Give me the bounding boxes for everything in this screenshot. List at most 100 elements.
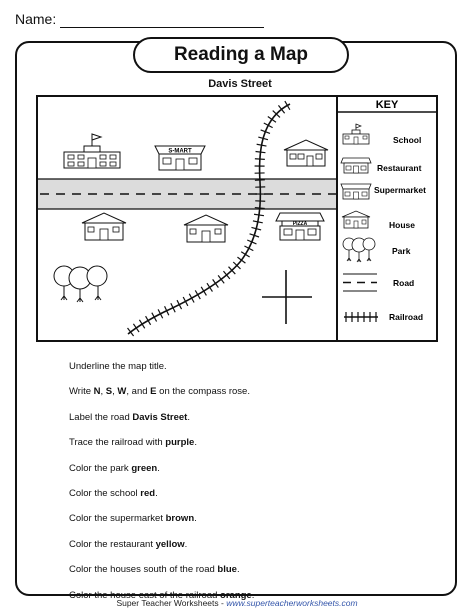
instruction-emphasis: yellow: [155, 538, 185, 550]
railroad: [127, 100, 291, 337]
instruction-text: Color the houses south of the road: [69, 564, 218, 576]
key-title: KEY: [376, 99, 399, 111]
railroad-tie: [284, 100, 291, 111]
railroad-tie: [145, 315, 152, 326]
instruction-emphasis: purple: [165, 437, 195, 449]
restaurant-icon: [340, 157, 372, 174]
supermarket-icon: S-MART: [154, 145, 206, 171]
instruction-item: Color the supermarket brown.: [69, 506, 254, 531]
instruction-item: Label the road Davis Street.: [69, 405, 254, 430]
railroad-tie: [132, 323, 140, 333]
instruction-text: Color the restaurant: [69, 538, 156, 550]
instruction-text: ,: [112, 386, 118, 398]
railroad-tie: [249, 233, 260, 238]
instruction-text: Color the house east of the railroad: [69, 589, 221, 601]
street-name-label: Davis Street: [208, 78, 272, 90]
page-title-text: Reading a Map: [173, 44, 309, 65]
instruction-emphasis: S: [105, 386, 113, 398]
park-icon: [342, 237, 376, 263]
school-icon: [63, 133, 121, 169]
instruction-text: on the compass rose.: [156, 386, 250, 398]
key-label-railroad: Railroad: [389, 312, 423, 322]
railroad-tie: [206, 282, 213, 292]
railroad-tie: [254, 158, 265, 160]
instruction-item: Color the houses south of the road blue.: [69, 557, 254, 582]
railroad-icon: [344, 312, 378, 322]
railroad-tie: [251, 226, 262, 231]
instruction-text: .: [187, 411, 190, 423]
railroad-tie: [237, 256, 246, 264]
instruction-item: Trace the railroad with purple.: [69, 430, 254, 455]
instruction-emphasis: brown: [165, 513, 195, 525]
name-label: Name:: [15, 11, 57, 27]
railroad-tie: [258, 136, 269, 141]
railroad-tie: [217, 274, 225, 284]
map-border: [36, 95, 438, 342]
instruction-text: Trace the railroad with: [69, 437, 166, 449]
railroad-tie: [253, 213, 265, 217]
instruction-item: Underline the map title.: [69, 354, 254, 379]
railroad-tie: [277, 104, 286, 114]
instruction-text: .: [236, 564, 240, 576]
instructions-list: Underline the map title. Write N, S, W, …: [69, 354, 254, 608]
park-icon: [53, 265, 108, 303]
instruction-text: .: [194, 513, 197, 525]
house-icon: [341, 210, 371, 229]
page-title: Reading a Map: [133, 37, 349, 73]
road-icon: [343, 273, 377, 292]
instruction-emphasis: W: [117, 386, 127, 398]
instruction-emphasis: red: [140, 488, 156, 500]
instruction-text: Color the school: [69, 488, 141, 500]
footer-brand: Super Teacher Worksheets: [116, 598, 219, 608]
instruction-text: .: [194, 437, 197, 449]
instruction-item: Color the school red.: [69, 481, 254, 506]
railroad-tie: [228, 266, 236, 275]
instruction-text: .: [184, 538, 188, 550]
railroad-tie: [194, 290, 201, 300]
instruction-text: Write: [69, 386, 94, 398]
restaurant-sign: PIZZA: [293, 221, 308, 227]
railroad-tie: [151, 312, 158, 322]
railroad-tie: [232, 261, 241, 270]
instruction-text: Color the supermarket: [69, 513, 166, 525]
compass-rose: [262, 270, 312, 324]
footer-url-link[interactable]: www.superteacherworksheets.com: [226, 598, 358, 608]
supermarket-sign: S-MART: [168, 149, 192, 155]
railroad-tie: [222, 270, 231, 280]
instruction-emphasis: Davis Street: [132, 411, 188, 423]
key-label-restaurant: Restaurant: [377, 163, 422, 173]
key-label-park: Park: [392, 246, 411, 256]
map-key: KEY School: [337, 99, 437, 322]
house-icon: [283, 139, 329, 167]
railroad-tie: [272, 110, 281, 118]
supermarket-icon: [340, 183, 372, 200]
key-label-supermarket: Supermarket: [374, 185, 426, 195]
railroad-tie: [170, 302, 176, 313]
railroad-tie: [252, 220, 263, 224]
railroad-tie: [267, 116, 277, 123]
house-icon: [183, 214, 229, 243]
road: [38, 178, 336, 210]
key-label-school: School: [393, 135, 421, 145]
railroad-tie: [255, 150, 266, 154]
instruction-emphasis: blue: [217, 564, 237, 576]
instruction-text: .: [157, 462, 160, 474]
instruction-text: Color the park: [69, 462, 132, 474]
school-icon: [342, 123, 370, 145]
instruction-emphasis: orange: [220, 589, 252, 601]
instruction-item: Color the restaurant yellow.: [69, 532, 254, 557]
restaurant-icon: PIZZA: [275, 212, 325, 241]
name-field-line[interactable]: [60, 27, 264, 28]
instruction-text: .: [251, 589, 255, 601]
railroad-tie: [254, 179, 265, 181]
footer-separator: -: [218, 598, 227, 608]
instruction-text: , and: [126, 386, 151, 398]
railroad-tie: [188, 293, 195, 303]
key-label-house: House: [389, 220, 415, 230]
instruction-emphasis: N: [93, 386, 101, 398]
instruction-text: ,: [100, 386, 106, 398]
railroad-tie: [263, 122, 273, 129]
railroad-tie: [182, 296, 189, 307]
